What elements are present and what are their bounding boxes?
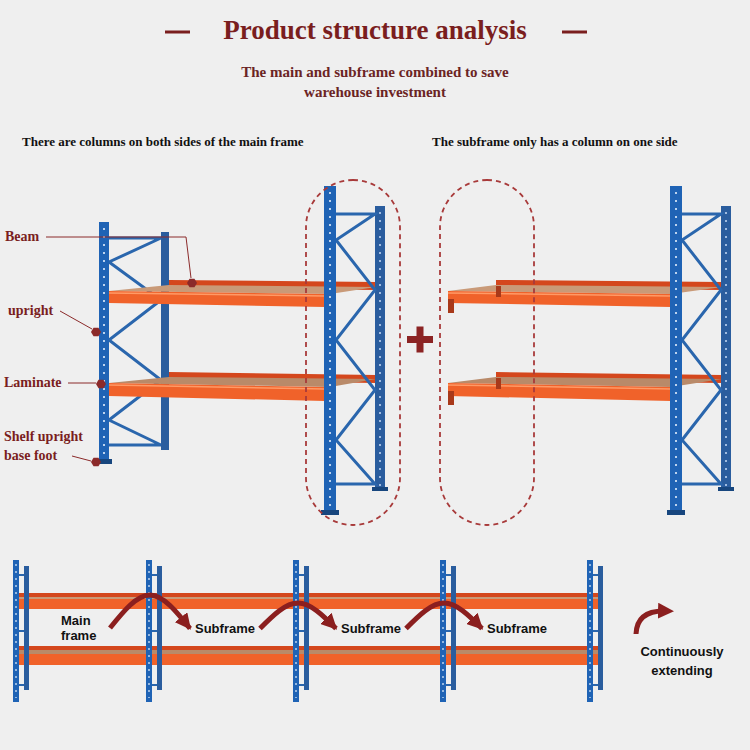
bay-upright-frame [13,560,29,702]
beam-highlight [109,293,325,296]
title: Product structure analysis [223,14,527,46]
leader-line [46,237,191,278]
extend-arrow [636,611,666,634]
beam-connector [448,391,454,405]
extend-note: Continuously extending [622,642,742,680]
rack-bay: Main frame [56,611,110,645]
beam-highlight [109,385,325,389]
leader-dot [96,380,106,389]
front-upright [99,222,109,463]
dashed-highlight [440,180,534,525]
bay-upright-frame [146,560,162,702]
part-label: Beam [5,229,39,245]
bay-name: Subframe [195,621,255,636]
front-beam [109,383,325,401]
leader-line [68,383,96,384]
upright-frame [667,186,734,515]
rack-bay: Subframe [190,619,260,638]
rack-bay: Subframe [482,619,552,638]
part-label: upright [8,303,53,319]
beam-connector [496,286,501,297]
title-dash [165,31,190,34]
bay-upright-frame [440,560,456,702]
dashed-highlight [306,180,400,525]
leader-dot [187,279,197,288]
bay-name: Subframe [487,621,547,636]
extend-arrow [110,595,190,629]
leader-line [72,456,91,461]
bay-upright-frame [587,560,603,702]
part-label: Laminate [4,375,62,391]
bay-name: Subframe [341,621,401,636]
upright-frame [321,186,388,515]
front-beam [448,291,671,307]
divider-rule [110,106,640,108]
section-heading: There are columns on both sides of the m… [22,133,304,150]
frame-bracing [109,238,161,445]
upright-holes [103,228,105,458]
front-beam [448,383,671,401]
beam-highlight [448,385,671,389]
section-heading: The subframe only has a column on one si… [432,133,678,150]
extend-arrow [406,603,482,629]
back-upright [161,232,169,450]
subtitle: The main and subframe combined to save w… [215,62,535,102]
bay-name: Main frame [61,613,105,643]
leader-dot [91,328,101,337]
part-label: Shelf upright base foot [4,427,104,465]
plus-sign [417,327,424,353]
front-beam [109,291,325,307]
leader-dot [91,458,101,467]
rack-bay: Subframe [336,619,406,638]
bay-upright-frame [293,560,309,702]
beam-connector [448,299,454,313]
title-dash [562,31,587,34]
beam-highlight [448,293,671,296]
extend-arrow [260,603,336,629]
leader-line [60,311,92,329]
beam-connector [496,378,501,389]
